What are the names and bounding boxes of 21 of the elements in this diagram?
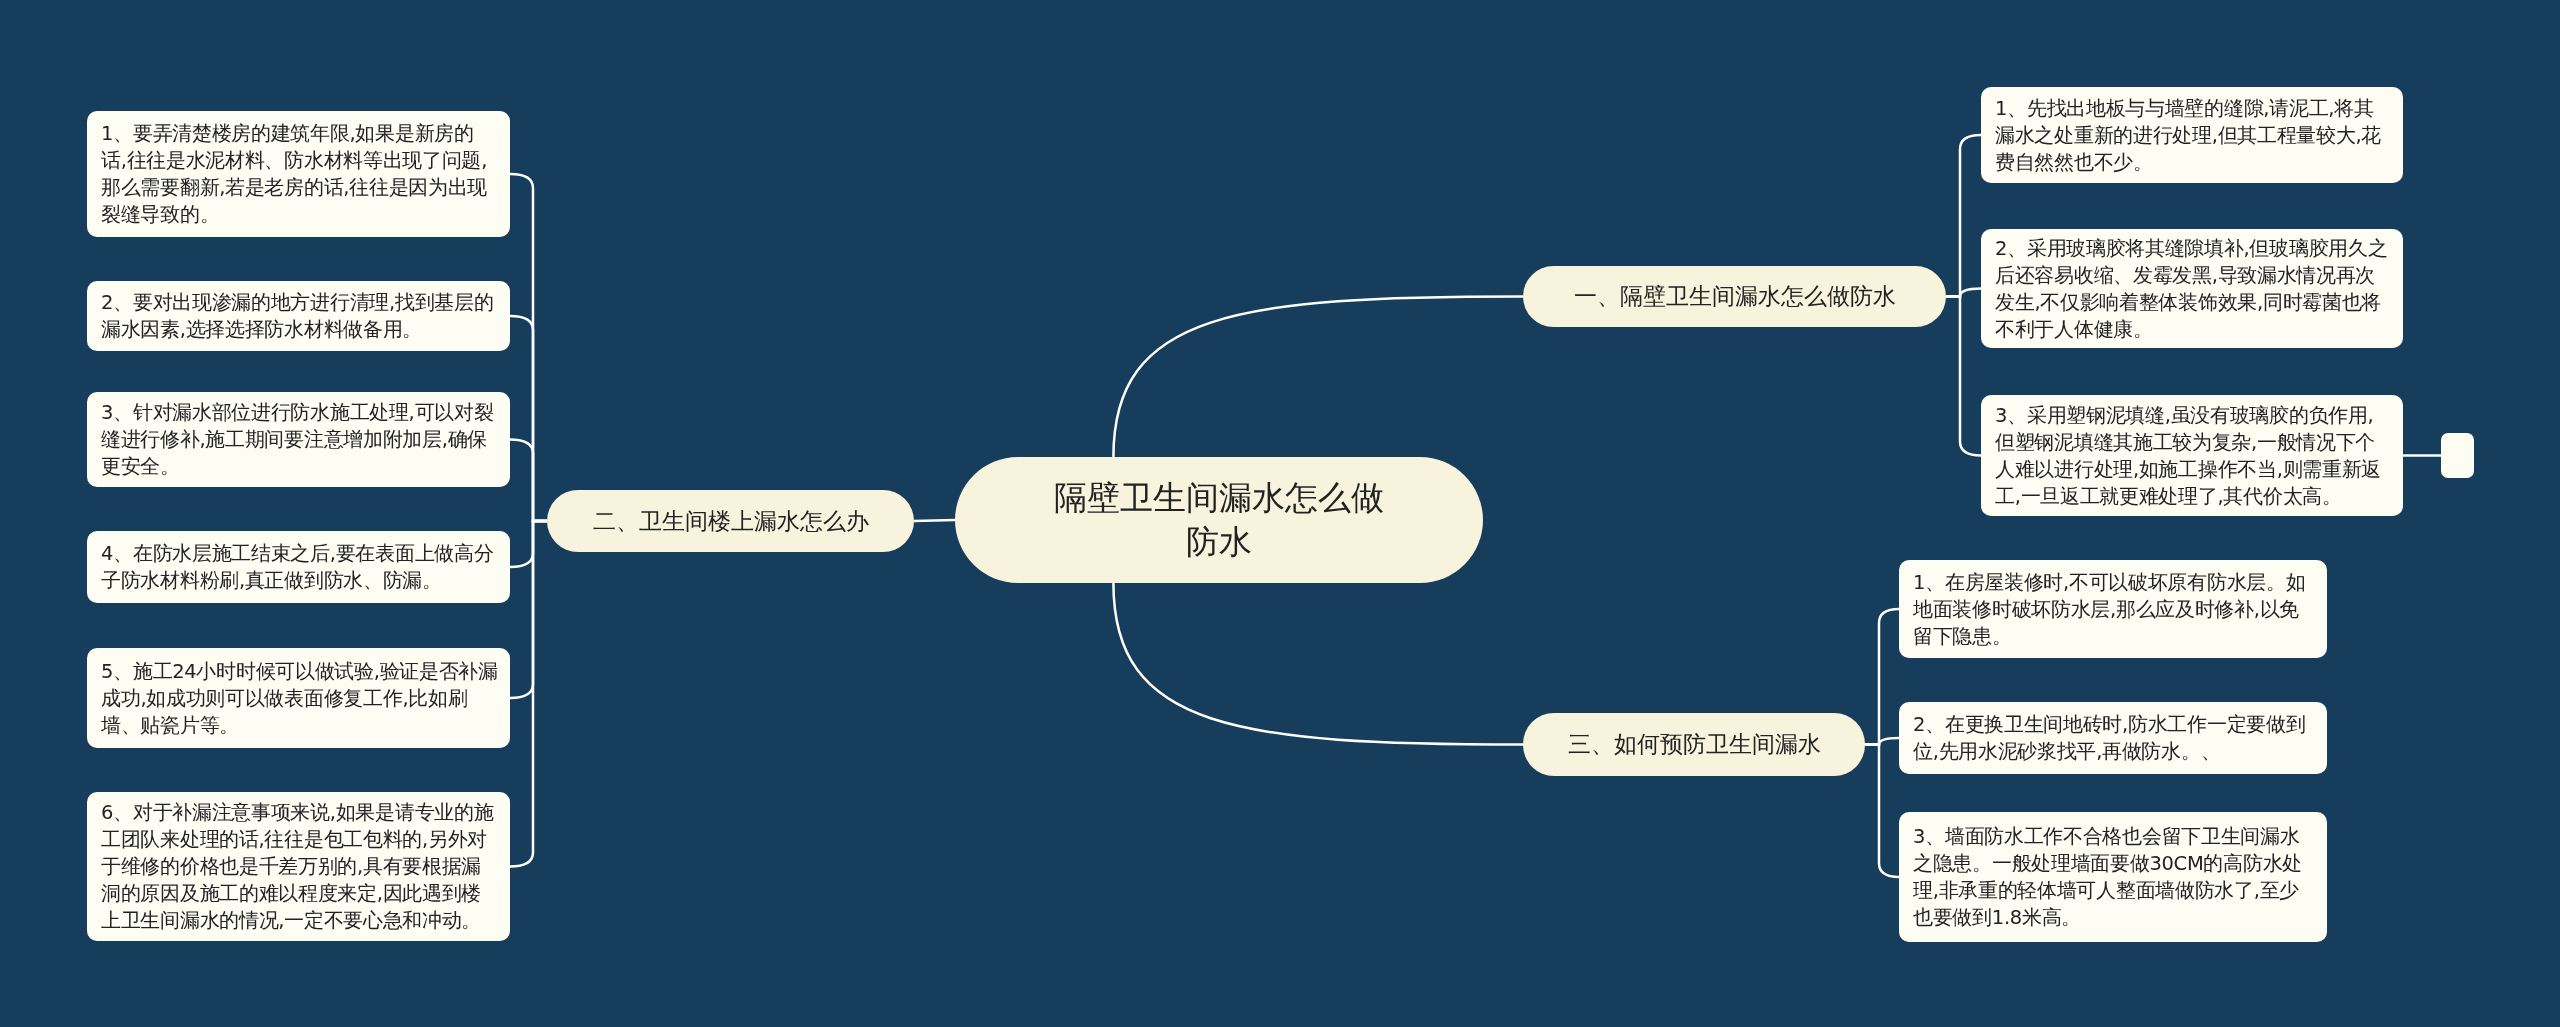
leaf-card: 3、采用塑钢泥填缝,虽没有玻璃胶的负作用,但塑钢泥填缝其施工较为复杂,一般情况下个人难以进行处理,如施工操作不当,则需重新返工,一旦返工就更难处理了,其代价太高。 — [1981, 395, 2403, 516]
leaf-card: 1、在房屋装修时,不可以破坏原有防水层。如地面装修时破坏防水层,那么应及时修补,以免留下隐患。 — [1899, 560, 2327, 658]
connector-line — [1112, 582, 1523, 746]
branch-topic: 三、如何预防卫生间漏水 — [1523, 713, 1865, 776]
leaf-card: 6、对于补漏注意事项来说,如果是请专业的施工团队来处理的话,往往是包工包料的,另外对于维修的价格也是千差万别的,具有要根据漏洞的原因及施工的难以程度来定,因此遇到楼上卫生间漏水的情况,一定不要心急和冲动。 — [87, 792, 510, 941]
leaf-card: 1、要弄清楚楼房的建筑年限,如果是新房的话,往往是水泥材料、防水材料等出现了问题,那么需要翻新,若是老房的话,往往是因为出现裂缝导致的。 — [87, 111, 510, 237]
connector-line — [1112, 295, 1523, 458]
connector-line — [2403, 454, 2441, 457]
branch-topic: 二、卫生间楼上漏水怎么办 — [547, 490, 914, 552]
leaf-card: 4、在防水层施工结束之后,要在表面上做高分子防水材料粉刷,真正做到防水、防漏。 — [87, 531, 510, 603]
empty-box — [2441, 433, 2474, 478]
leaf-card: 1、先找出地板与与墙壁的缝隙,请泥工,将其漏水之处重新的进行处理,但其工程量较大,花费自然然也不少。 — [1981, 87, 2403, 183]
leaf-card: 3、墙面防水工作不合格也会留下卫生间漏水之隐患。一般处理墙面要做30CM的高防水处理,非承重的轻体墙可人整面墙做防水了,至少也要做到1.8米高。 — [1899, 812, 2327, 942]
connector-line — [913, 518, 956, 523]
leaf-card: 2、要对出现渗漏的地方进行清理,找到基层的漏水因素,选择选择防水材料做备用。 — [87, 281, 510, 351]
leaf-card: 3、针对漏水部位进行防水施工处理,可以对裂缝进行修补,施工期间要注意增加附加层,确保更安全。 — [87, 392, 510, 487]
leaf-card: 2、在更换卫生间地砖时,防水工作一定要做到位,先用水泥砂浆找平,再做防水。、 — [1899, 702, 2327, 774]
central-topic: 隔壁卫生间漏水怎么做防水 — [955, 457, 1483, 583]
branch-topic: 一、隔壁卫生间漏水怎么做防水 — [1523, 266, 1946, 327]
leaf-card: 5、施工24小时时候可以做试验,验证是否补漏成功,如成功则可以做表面修复工作,比如刷墙、贴瓷片等。 — [87, 648, 510, 748]
leaf-card: 2、采用玻璃胶将其缝隙填补,但玻璃胶用久之后还容易收缩、发霉发黑,导致漏水情况再次发生,不仅影响着整体装饰效果,同时霉菌也将不利于人体健康。 — [1981, 229, 2403, 348]
